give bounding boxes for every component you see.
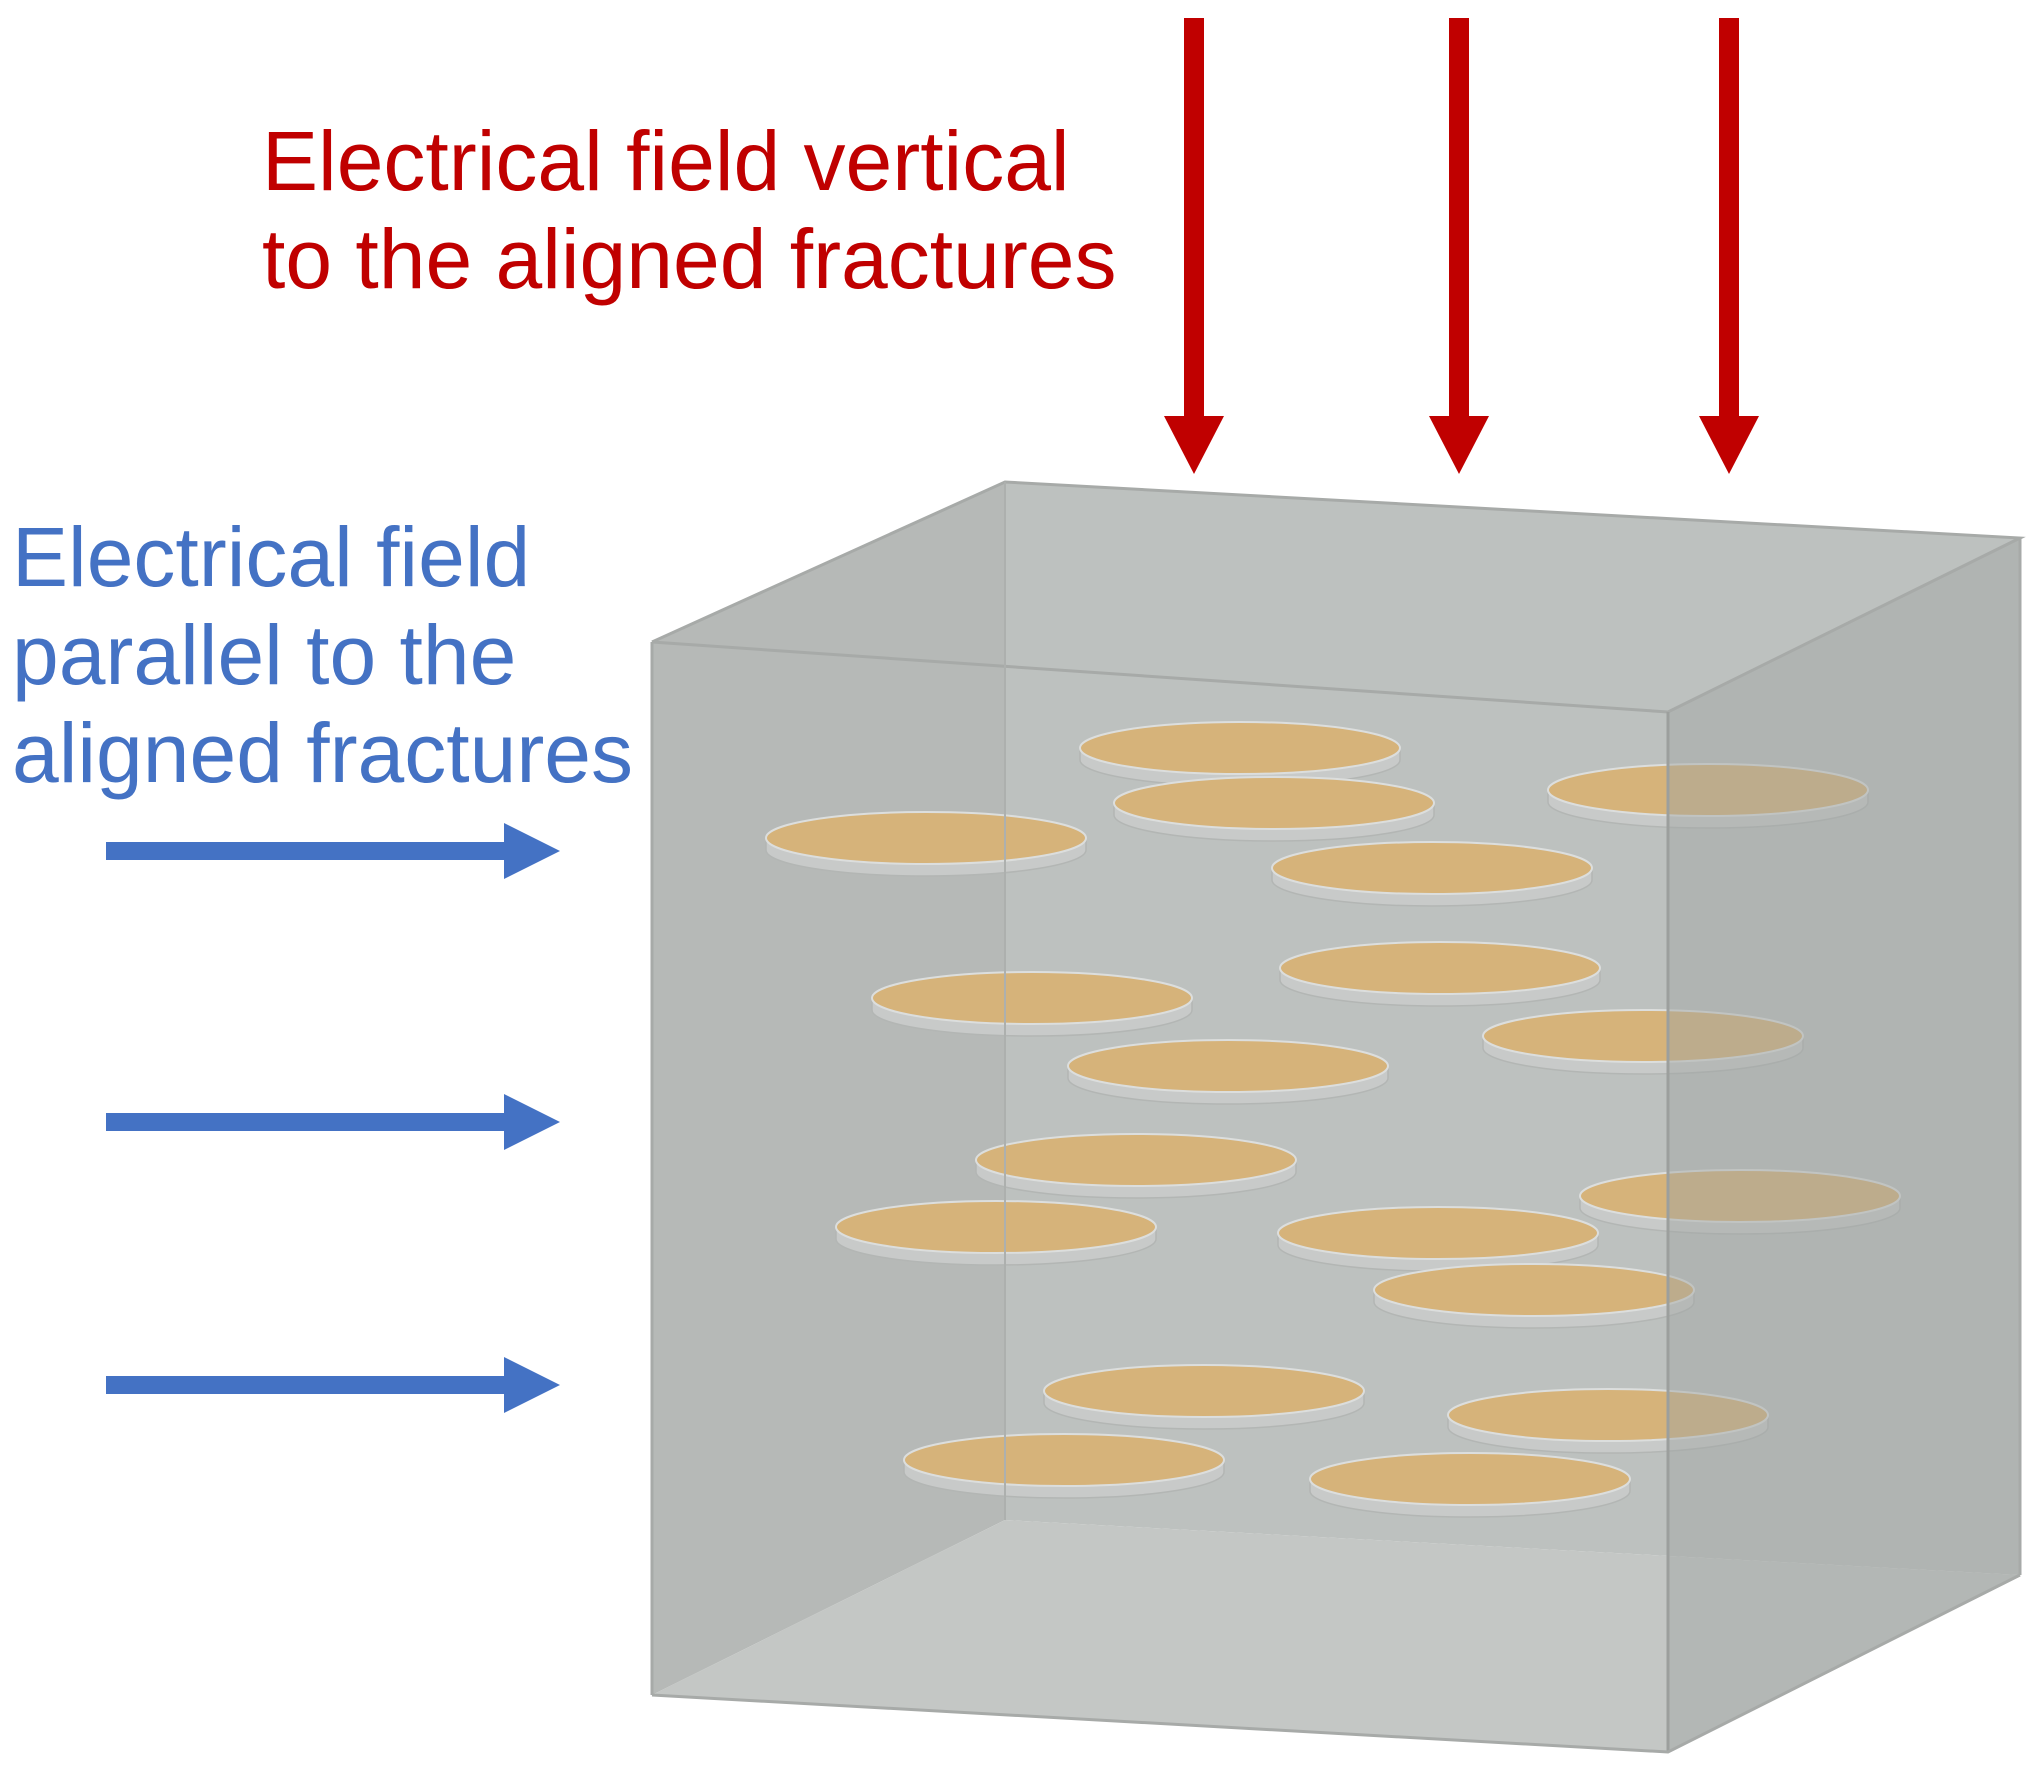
fracture-disc (1271, 841, 1593, 907)
cube-front (650, 480, 2026, 1754)
parallel-field-label-line: aligned fractures (12, 706, 634, 800)
parallel-field-label-line: Electrical field (12, 510, 531, 604)
vertical-field-label: Electrical field vertical to the aligned… (262, 112, 1117, 308)
fracture-top (1043, 1364, 1365, 1418)
fracture-top (1271, 841, 1593, 895)
fracture-top (1482, 1009, 1804, 1063)
fracture-top (1277, 1206, 1599, 1260)
fracture-disc (1043, 1364, 1365, 1430)
fracture-top (835, 1200, 1157, 1254)
fracture-top (1067, 1039, 1389, 1093)
cube-left-inner-face (652, 482, 1005, 1695)
fracture-disc (903, 1433, 1225, 1499)
fracture-top (1113, 776, 1435, 830)
parallel-field-label: Electrical field parallel to the aligned… (12, 508, 633, 802)
fracture-top (1547, 763, 1869, 817)
fracture-top (1309, 1452, 1631, 1506)
cube-right-face (1668, 538, 2020, 1752)
fracture-disc (1067, 1039, 1389, 1105)
fracture-top (975, 1133, 1297, 1187)
fracture-top (1079, 721, 1401, 775)
fracture-top (1279, 941, 1601, 995)
vertical-field-label-line: Electrical field vertical (262, 114, 1070, 208)
fracture-disc (1447, 1388, 1769, 1454)
parallel-field-arrow (106, 1357, 560, 1413)
parallel-field-arrows (106, 823, 560, 1413)
vertical-field-arrow (1699, 18, 1759, 474)
fracture-disc (765, 811, 1087, 877)
fracture-top (871, 971, 1193, 1025)
fracture-disc (1079, 721, 1401, 787)
fracture-disc (975, 1133, 1297, 1199)
fracture-disc (1373, 1263, 1695, 1329)
fracture-disc (1482, 1009, 1804, 1075)
cube-bottom-edges (651, 1573, 2021, 1754)
vertical-field-arrow (1429, 18, 1489, 474)
vertical-field-label-line: to the aligned fractures (262, 212, 1117, 306)
parallel-field-arrow (106, 1094, 560, 1150)
fracture-disc (1113, 776, 1435, 842)
fracture-disc (1547, 763, 1869, 829)
fracture-top (1447, 1388, 1769, 1442)
vertical-field-arrows (1164, 18, 1759, 474)
vertical-field-arrow (1164, 18, 1224, 474)
cube-floor (652, 1520, 2020, 1752)
fracture-disc (871, 971, 1193, 1037)
fracture-top (903, 1433, 1225, 1487)
fracture-disc (1277, 1206, 1599, 1272)
fracture-top (1579, 1169, 1901, 1223)
parallel-field-arrow (106, 823, 560, 879)
fracture-disc (1309, 1452, 1631, 1518)
fractures-group (765, 721, 1901, 1518)
fracture-disc (1279, 941, 1601, 1007)
fracture-top (765, 811, 1087, 865)
parallel-field-label-line: parallel to the (12, 608, 517, 702)
fracture-disc (835, 1200, 1157, 1266)
fracture-disc (1579, 1169, 1901, 1235)
fracture-top (1373, 1263, 1695, 1317)
